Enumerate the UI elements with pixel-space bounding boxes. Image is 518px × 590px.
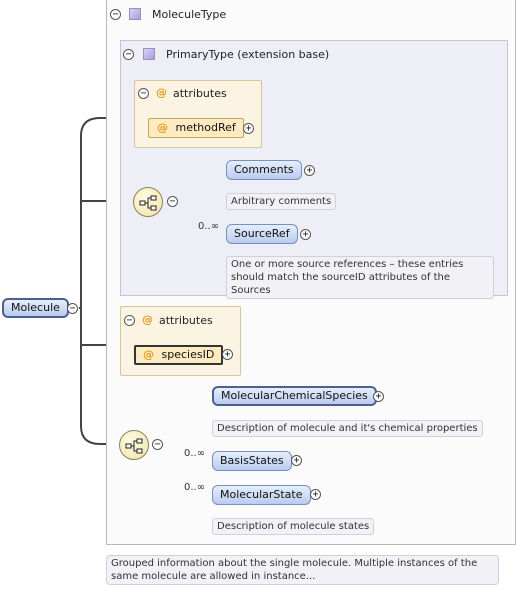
- collapse-toggle-molecule[interactable]: −: [67, 303, 78, 314]
- cardinality-molecular-state: 0..∞: [184, 482, 206, 493]
- expand-toggle-species-id[interactable]: +: [222, 349, 233, 360]
- attribute-icon: @: [157, 121, 168, 134]
- collapse-toggle-molecule-type[interactable]: −: [110, 9, 121, 20]
- element-molecular-state[interactable]: MolecularState: [212, 485, 311, 505]
- expand-toggle-source-ref[interactable]: +: [300, 229, 311, 240]
- root-element-molecule[interactable]: Molecule: [2, 298, 69, 318]
- sequence-compositor-icon[interactable]: [119, 430, 149, 460]
- element-basis-states[interactable]: BasisStates: [212, 451, 292, 471]
- attribute-name: speciesID: [161, 348, 215, 361]
- mcs-doc: Description of molecule and it's chemica…: [212, 420, 483, 437]
- attribute-name: methodRef: [175, 121, 236, 134]
- collapse-toggle-attributes-primary[interactable]: −: [138, 88, 149, 99]
- molecule-doc-line2: same molecule are allowed in instance...: [111, 571, 316, 582]
- cardinality-source-ref: 0..∞: [198, 221, 220, 232]
- expand-toggle-basis-states[interactable]: +: [291, 455, 302, 466]
- primary-type-label: PrimaryType (extension base): [166, 48, 330, 61]
- complex-type-icon: [143, 48, 155, 60]
- element-molecular-chemical-species[interactable]: MolecularChemicalSpecies: [212, 386, 377, 406]
- expand-toggle-molecular-state[interactable]: +: [310, 489, 321, 500]
- attribute-icon: @: [143, 348, 154, 361]
- source-ref-doc-line1: One or more source references – these en…: [231, 259, 464, 270]
- attribute-icon: @: [156, 86, 167, 99]
- collapse-toggle-attributes-molecule[interactable]: −: [124, 315, 135, 326]
- element-comments[interactable]: Comments: [226, 160, 302, 180]
- attribute-icon: @: [142, 313, 153, 326]
- attributes-label: attributes: [173, 87, 227, 100]
- element-source-ref[interactable]: SourceRef: [226, 224, 298, 244]
- cardinality-basis-states: 0..∞: [184, 448, 206, 459]
- collapse-toggle-sequence[interactable]: −: [152, 439, 163, 450]
- molecular-state-doc: Description of molecule states: [212, 518, 375, 535]
- attributes-label: attributes: [159, 314, 213, 327]
- molecule-type-label: MoleculeType: [152, 8, 227, 21]
- sequence-compositor-icon[interactable]: [133, 187, 163, 217]
- source-ref-doc: One or more source references – these en…: [226, 256, 494, 299]
- source-ref-doc-line2: should match the sourceID attributes of …: [231, 272, 450, 296]
- collapse-toggle-sequence[interactable]: −: [167, 196, 178, 207]
- molecule-doc-line1: Grouped information about the single mol…: [111, 558, 478, 569]
- expand-toggle-method-ref[interactable]: +: [243, 123, 254, 134]
- comments-doc: Arbitrary comments: [226, 193, 337, 210]
- collapse-toggle-primary-type[interactable]: −: [123, 49, 134, 60]
- complex-type-icon: [129, 8, 141, 20]
- expand-toggle-comments[interactable]: +: [304, 165, 315, 176]
- expand-toggle-mcs[interactable]: +: [373, 391, 384, 402]
- molecule-doc: Grouped information about the single mol…: [106, 555, 499, 585]
- attribute-method-ref[interactable]: @ methodRef: [148, 118, 244, 138]
- attribute-species-id[interactable]: @ speciesID: [134, 345, 224, 365]
